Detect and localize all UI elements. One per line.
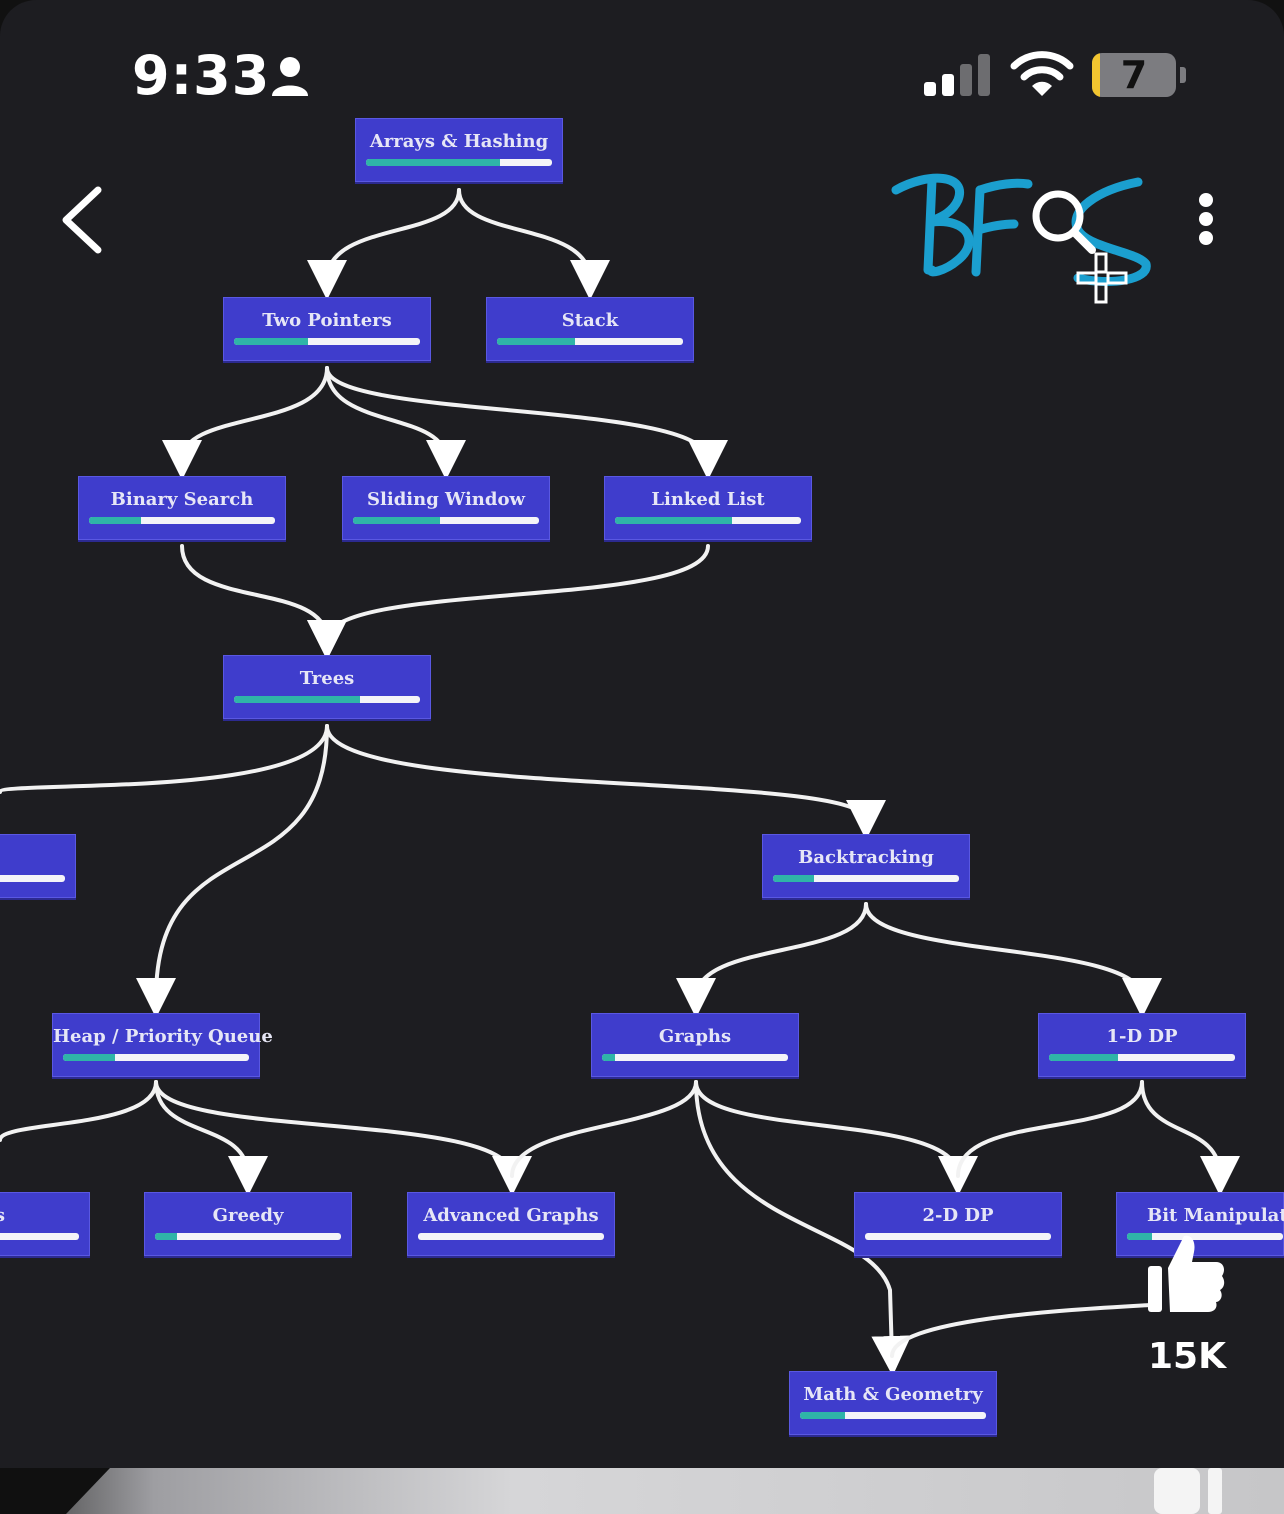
thumbs-up-icon[interactable] bbox=[1146, 1232, 1228, 1316]
progress-bar bbox=[234, 338, 420, 345]
status-time: 9:33 bbox=[132, 44, 271, 107]
bottom-sheet[interactable] bbox=[0, 1468, 1284, 1514]
battery-level: 7 bbox=[1120, 53, 1148, 97]
node-sliding-window[interactable]: Sliding Window bbox=[342, 476, 550, 540]
signal-icon bbox=[924, 54, 990, 96]
progress-bar bbox=[602, 1054, 788, 1061]
progress-bar bbox=[615, 517, 801, 524]
node-trees[interactable]: Trees bbox=[223, 655, 431, 719]
node-math-geometry[interactable]: Math & Geometry bbox=[789, 1371, 997, 1435]
crosshair-icon bbox=[1076, 252, 1128, 304]
progress-bar bbox=[418, 1233, 604, 1240]
node-label: Stack bbox=[561, 310, 619, 331]
node-label: Bit Manipulatio bbox=[1147, 1205, 1284, 1226]
progress-bar bbox=[1127, 1233, 1283, 1240]
node-label: Linked List bbox=[651, 489, 765, 510]
progress-bar bbox=[353, 517, 539, 524]
node-tries[interactable] bbox=[0, 834, 76, 898]
node-label: Two Pointers bbox=[262, 310, 392, 331]
node-label: Greedy bbox=[212, 1205, 284, 1226]
node-label: Trees bbox=[299, 668, 355, 689]
node-label: Binary Search bbox=[110, 489, 254, 510]
node-label: als bbox=[0, 1205, 5, 1226]
search-icon[interactable] bbox=[1028, 186, 1100, 258]
node-label: Math & Geometry bbox=[803, 1384, 983, 1405]
node-label: Heap / Priority Queue bbox=[53, 1026, 273, 1047]
node-2d-dp[interactable]: 2-D DP bbox=[854, 1192, 1062, 1256]
progress-bar bbox=[155, 1233, 341, 1240]
node-label: Sliding Window bbox=[367, 489, 525, 510]
node-intervals[interactable]: als bbox=[0, 1192, 90, 1256]
progress-bar bbox=[0, 875, 65, 882]
node-backtracking[interactable]: Backtracking bbox=[762, 834, 970, 898]
node-stack[interactable]: Stack bbox=[486, 297, 694, 361]
node-heap-priority-queue[interactable]: Heap / Priority Queue bbox=[52, 1013, 273, 1077]
more-options-icon[interactable] bbox=[1196, 192, 1216, 246]
progress-bar bbox=[800, 1412, 986, 1419]
node-greedy[interactable]: Greedy bbox=[144, 1192, 352, 1256]
node-label: Graphs bbox=[658, 1026, 732, 1047]
node-1d-dp[interactable]: 1-D DP bbox=[1038, 1013, 1246, 1077]
node-binary-search[interactable]: Binary Search bbox=[78, 476, 286, 540]
progress-bar bbox=[89, 517, 275, 524]
progress-bar bbox=[1049, 1054, 1235, 1061]
progress-bar bbox=[0, 1233, 79, 1240]
progress-bar bbox=[497, 338, 683, 345]
node-label: 1-D DP bbox=[1106, 1026, 1178, 1047]
node-label: 2-D DP bbox=[922, 1205, 994, 1226]
node-two-pointers[interactable]: Two Pointers bbox=[223, 297, 431, 361]
like-count: 15K bbox=[1148, 1336, 1226, 1377]
node-bit-manipulation[interactable]: Bit Manipulatio bbox=[1116, 1192, 1284, 1256]
node-linked-list[interactable]: Linked List bbox=[604, 476, 812, 540]
progress-bar bbox=[234, 696, 420, 703]
node-arrays-hashing[interactable]: Arrays & Hashing bbox=[355, 118, 563, 182]
node-graphs[interactable]: Graphs bbox=[591, 1013, 799, 1077]
node-label: Advanced Graphs bbox=[423, 1205, 599, 1226]
back-icon[interactable] bbox=[58, 184, 108, 256]
wifi-icon bbox=[1010, 51, 1074, 96]
person-icon bbox=[272, 57, 308, 96]
progress-bar bbox=[773, 875, 959, 882]
progress-bar bbox=[865, 1233, 1051, 1240]
progress-bar bbox=[63, 1054, 249, 1061]
node-advanced-graphs[interactable]: Advanced Graphs bbox=[407, 1192, 615, 1256]
battery-icon: 7 bbox=[1092, 53, 1176, 97]
sheet-handle-icon bbox=[1154, 1468, 1222, 1514]
node-label: Arrays & Hashing bbox=[369, 131, 549, 152]
node-label: Backtracking bbox=[798, 847, 934, 868]
battery-tip bbox=[1180, 67, 1186, 83]
progress-bar bbox=[366, 159, 552, 166]
